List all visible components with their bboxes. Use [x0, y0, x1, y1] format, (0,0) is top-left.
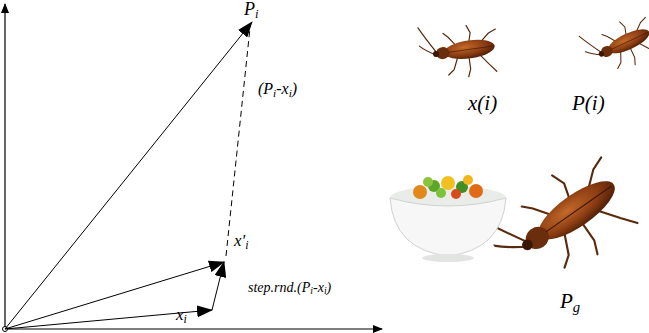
difference-label: (Pi-xi) — [256, 80, 299, 98]
agent-label: P(i) — [572, 92, 605, 115]
step-label: step.rnd.(Pi-xi) — [246, 280, 333, 295]
position-label: x'i — [234, 232, 249, 251]
position-label: Pi — [244, 0, 259, 20]
position-label: xi — [176, 306, 187, 325]
agent-label: x(i) — [468, 92, 497, 115]
agent-label: Pg — [560, 290, 580, 313]
